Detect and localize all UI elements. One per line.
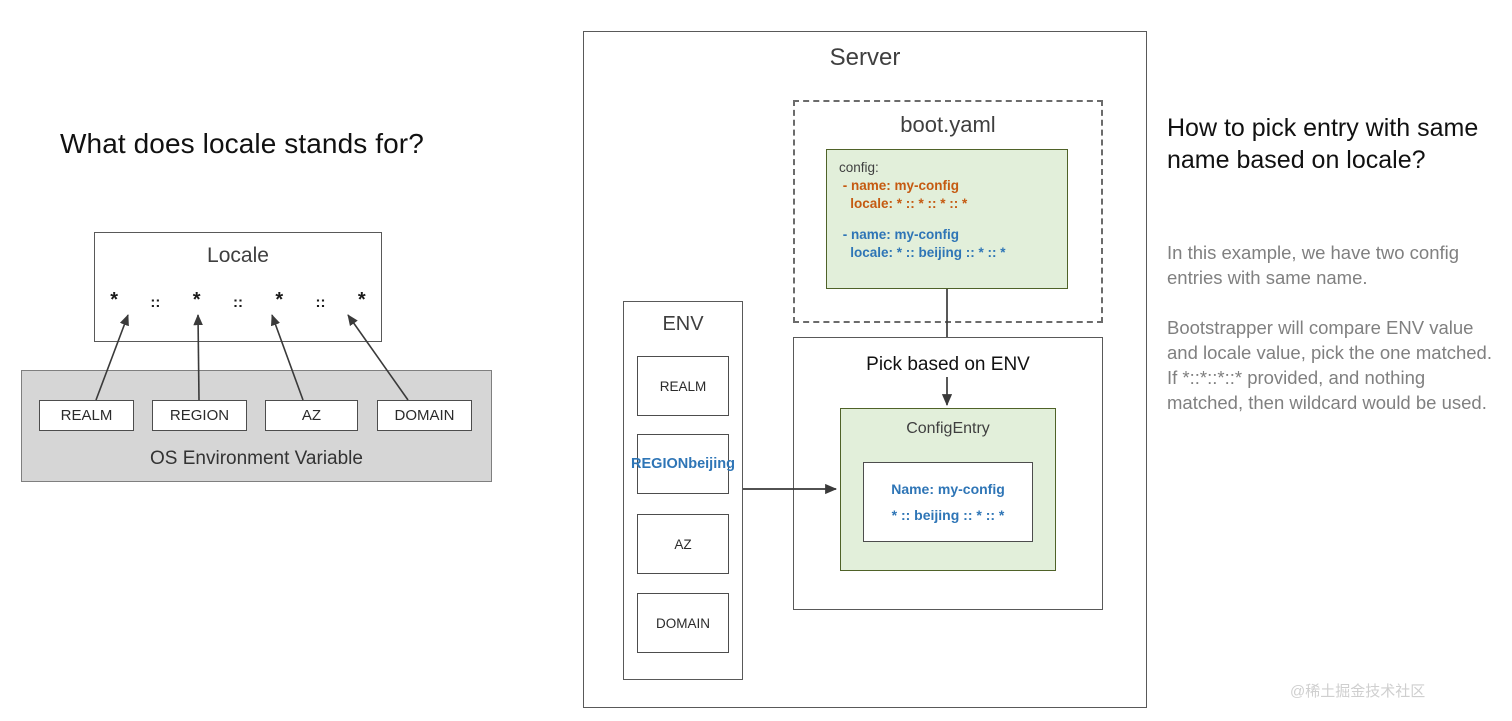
left-panel-title: What does locale stands for? (60, 128, 424, 159)
pick-based-on-env-label: Pick based on ENV (866, 354, 1030, 375)
env-cell-az: AZ (637, 514, 729, 574)
locale-sep-0: :: (150, 293, 161, 311)
locale-pattern: * :: * :: * :: * (94, 283, 382, 317)
locale-token-1: * (192, 289, 201, 311)
env-cell-region-value: beijing (688, 456, 735, 472)
locale-token-0: * (110, 289, 118, 311)
env-cell-region-name: REGION (631, 456, 689, 472)
config-entry-locale: * :: beijing :: * :: * (891, 507, 1005, 523)
server-label: Server (829, 44, 901, 71)
config-entry-name: Name: my-config (891, 481, 1005, 497)
yaml-line-name-blue: - name: my-config (839, 227, 960, 242)
env-var-az: AZ (265, 400, 358, 431)
bootyaml-label: boot.yaml (900, 112, 996, 137)
right-panel-paragraph-2: Bootstrapper will compare ENV value and … (1167, 317, 1492, 413)
locale-sep-1: :: (232, 293, 243, 311)
yaml-line-config: config: (839, 160, 879, 175)
locale-box-label: Locale (207, 244, 269, 267)
locale-box (94, 232, 382, 342)
env-cell-region: REGION beijing (631, 434, 735, 494)
env-var-region: REGION (152, 400, 247, 431)
yaml-line-gap (839, 213, 1067, 226)
locale-token-2: * (275, 289, 284, 311)
env-cell-domain: DOMAIN (637, 593, 729, 653)
env-var-realm: REALM (39, 400, 134, 431)
watermark: @稀土掘金技术社区 (1290, 683, 1426, 700)
right-panel-heading: How to pick entry with same name based o… (1167, 114, 1479, 174)
env-var-domain: DOMAIN (377, 400, 472, 431)
yaml-line-name-orange: - name: my-config (839, 178, 960, 193)
locale-sep-2: :: (315, 293, 326, 311)
config-entry-label: ConfigEntry (906, 420, 990, 437)
env-cell-realm: REALM (637, 356, 729, 416)
right-panel-paragraph-1: In this example, we have two config entr… (1167, 242, 1460, 288)
bootyaml-code-block: config: - name: my-config locale: * :: *… (826, 149, 1068, 289)
os-environment-panel-label: OS Environment Variable (150, 448, 363, 469)
locale-token-3: * (357, 289, 366, 311)
config-entry-detail-box: Name: my-config * :: beijing :: * :: * (863, 462, 1033, 542)
env-column-label: ENV (662, 312, 704, 335)
yaml-line-locale-orange: locale: * :: * :: * :: * (839, 196, 968, 211)
yaml-line-locale-blue: locale: * :: beijing :: * :: * (839, 245, 1006, 260)
